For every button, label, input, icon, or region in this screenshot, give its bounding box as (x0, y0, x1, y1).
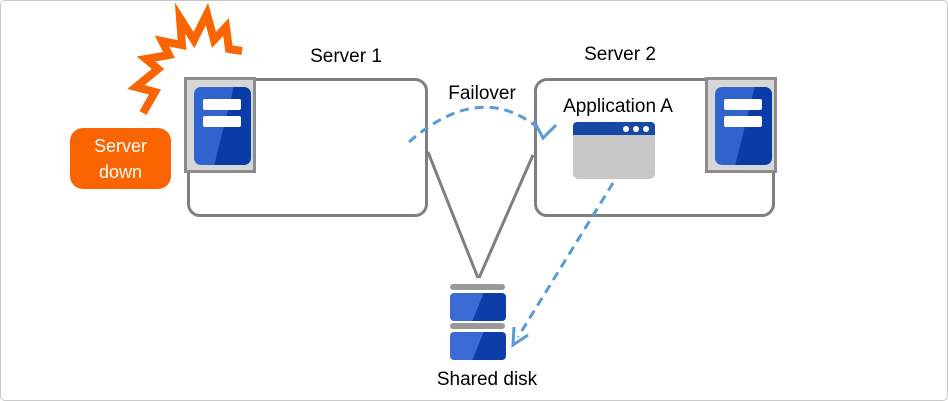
server-chassis-icon (715, 87, 772, 165)
shared-disk-label: Shared disk (436, 369, 538, 390)
window-titlebar-icon (573, 122, 655, 135)
server1-label: Server 1 (310, 46, 382, 67)
server2-to-disk-line (477, 154, 535, 279)
server-slot-icon (203, 99, 241, 110)
window-body-icon (573, 135, 655, 179)
window-dot-icon (633, 125, 639, 132)
server1-server-icon (184, 77, 256, 173)
server2-label: Server 2 (584, 44, 656, 65)
server1-to-disk-line (426, 151, 480, 279)
window-dot-icon (643, 125, 649, 132)
application-label: Application A (563, 96, 673, 117)
server-slot-icon (724, 116, 762, 127)
application-window-icon (573, 122, 655, 179)
server-down-badge: Server down (70, 128, 171, 189)
failover-label: Failover (448, 83, 516, 104)
server-chassis-icon (194, 87, 251, 165)
server-slot-icon (203, 116, 241, 127)
server2-server-icon (705, 77, 777, 173)
disk-segment-icon (450, 332, 506, 360)
server-slot-icon (724, 99, 762, 110)
window-dot-icon (623, 125, 629, 132)
server-down-badge-label: Server down (93, 135, 147, 182)
disk-bar-icon (450, 323, 505, 329)
app-to-disk-arrowhead-icon (511, 326, 529, 348)
disk-bar-icon (450, 284, 505, 290)
failover-arrow (408, 105, 538, 144)
disk-segment-icon (450, 293, 506, 321)
